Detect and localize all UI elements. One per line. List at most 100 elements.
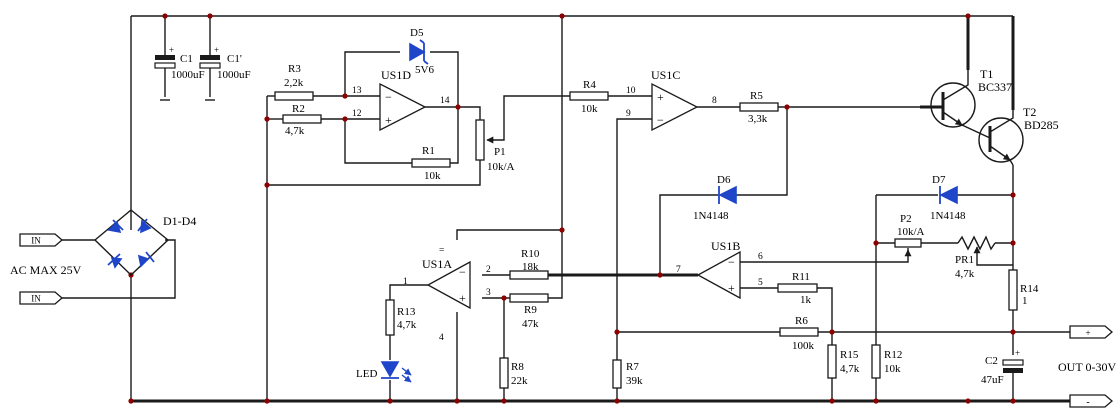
r15-ref: R15: [840, 349, 859, 361]
c1-ref: C1: [180, 53, 193, 65]
r5-ref: R5: [750, 90, 763, 102]
us1c-pin-a: 10: [626, 86, 636, 96]
us1b-ref: US1B: [711, 239, 740, 253]
p1-ref: P1: [494, 146, 506, 158]
resistor-r9: R9 47k: [509, 293, 549, 330]
r4-ref: R4: [583, 79, 596, 91]
d5-value: 5V6: [415, 64, 434, 76]
d7-ref: D7: [932, 174, 946, 186]
t2-ref: T2: [1023, 105, 1036, 119]
resistor-r6: R6 100k: [779, 315, 819, 352]
r11-ref: R11: [792, 271, 810, 283]
svg-text:−: −: [385, 90, 392, 104]
c2-value: 47uF: [981, 374, 1004, 386]
resistor-r7: R7 39k: [612, 359, 643, 389]
bridge-label: D1-D4: [163, 214, 196, 228]
us1b-pin-out: 7: [676, 265, 681, 275]
resistor-r15: R15 4,7k: [827, 344, 860, 379]
d7-value: 1N4148: [930, 210, 966, 222]
us1d-pin-a: 13: [352, 86, 362, 96]
us1a-ref: US1A: [422, 257, 452, 271]
us1d-pin-b: 12: [352, 109, 362, 119]
t2-value: BD285: [1024, 118, 1059, 132]
c1-value: 1000uF: [171, 69, 205, 81]
us1a-pin-out: 1: [403, 277, 408, 287]
r14-value: 1: [1022, 295, 1028, 307]
diode-d7: D7 1N4148: [930, 174, 966, 222]
opamp-us1d: −+ US1D 14 13 12: [352, 68, 450, 132]
r2-ref: R2: [292, 103, 305, 115]
r11-value: 1k: [800, 294, 812, 306]
input-terminals: IN IN AC MAX 25V: [10, 233, 82, 305]
resistor-r2: R2 4,7k: [282, 103, 322, 137]
led-label: LED: [356, 368, 377, 380]
r3-ref: R3: [288, 63, 301, 75]
svg-text:−: −: [728, 255, 735, 269]
pr1-ref: PR1: [955, 254, 974, 266]
resistor-r4: R4 10k: [569, 79, 609, 115]
led-indicator: LED: [356, 361, 412, 383]
p2-value: 10k/A: [897, 226, 925, 238]
r13-ref: R13: [397, 306, 416, 318]
r12-ref: R12: [884, 349, 902, 361]
svg-text:+: +: [169, 45, 174, 55]
wiring: [62, 15, 1070, 403]
svg-text:+: +: [657, 90, 664, 104]
resistor-r1: R1 10k: [411, 145, 451, 182]
us1b-pin-b: 5: [758, 278, 763, 288]
us1a-vminus: 4: [439, 333, 444, 343]
svg-text:−: −: [459, 265, 466, 279]
us1a-pin-b: 3: [486, 288, 491, 298]
opamp-us1c: +− US1C 8 10 9: [626, 68, 717, 132]
capacitor-c2: + C2 47uF: [981, 348, 1024, 386]
potentiometer-p2: P2 10k/A: [894, 213, 925, 257]
pr1-value: 4,7k: [955, 268, 975, 280]
transistor-t2: T2 BD285: [978, 105, 1059, 166]
resistor-r13: R13 4,7k: [385, 299, 417, 336]
c2-ref: C2: [985, 355, 998, 367]
resistor-r8: R8 22k: [499, 357, 528, 389]
r7-value: 39k: [626, 375, 643, 387]
us1c-pin-b: 9: [626, 109, 631, 119]
r1-value: 10k: [424, 170, 441, 182]
c1p-ref: C1': [227, 53, 242, 65]
potentiometer-p1: P1 10k/A: [475, 119, 515, 173]
r10-ref: R10: [521, 248, 540, 260]
d6-ref: D6: [717, 174, 731, 186]
d6-value: 1N4148: [693, 210, 729, 222]
resistor-r5: R5 3,3k: [739, 90, 779, 125]
r1-ref: R1: [422, 145, 435, 157]
p2-ref: P2: [900, 213, 912, 225]
resistor-r12: R12 10k: [871, 344, 902, 379]
r13-value: 4,7k: [397, 319, 417, 331]
r14-ref: R14: [1020, 283, 1039, 295]
us1d-ref: US1D: [381, 68, 411, 82]
r9-value: 47k: [522, 318, 539, 330]
input-terminal-bottom: IN: [31, 294, 41, 304]
us1a-pin-a: 2: [486, 265, 491, 275]
resistor-r11: R11 1k: [777, 271, 818, 306]
input-terminal-top: IN: [31, 236, 41, 246]
r6-value: 100k: [792, 340, 815, 352]
resistor-r14: R14 1: [1008, 269, 1039, 311]
r9-ref: R9: [524, 304, 537, 316]
r6-ref: R6: [795, 315, 808, 327]
r5-value: 3,3k: [748, 113, 768, 125]
output-label: OUT 0-30V: [1058, 360, 1116, 374]
us1c-ref: US1C: [651, 68, 680, 82]
t1-value: BC337: [978, 80, 1012, 94]
svg-text:+: +: [214, 45, 219, 55]
r4-value: 10k: [581, 103, 598, 115]
svg-text:+: +: [1015, 348, 1020, 358]
d5-ref: D5: [410, 27, 424, 39]
transistor-t1: T1 BC337: [920, 67, 1012, 128]
r7-ref: R7: [626, 361, 639, 373]
bridge-rectifier: D1-D4: [93, 209, 196, 276]
r8-value: 22k: [511, 375, 528, 387]
svg-text:+: +: [385, 113, 392, 127]
r10-value: 18k: [522, 261, 539, 273]
us1a-vplus: =: [439, 246, 444, 256]
zener-diode-d5: D5 5V6: [409, 27, 434, 76]
svg-text:+: +: [728, 281, 735, 295]
